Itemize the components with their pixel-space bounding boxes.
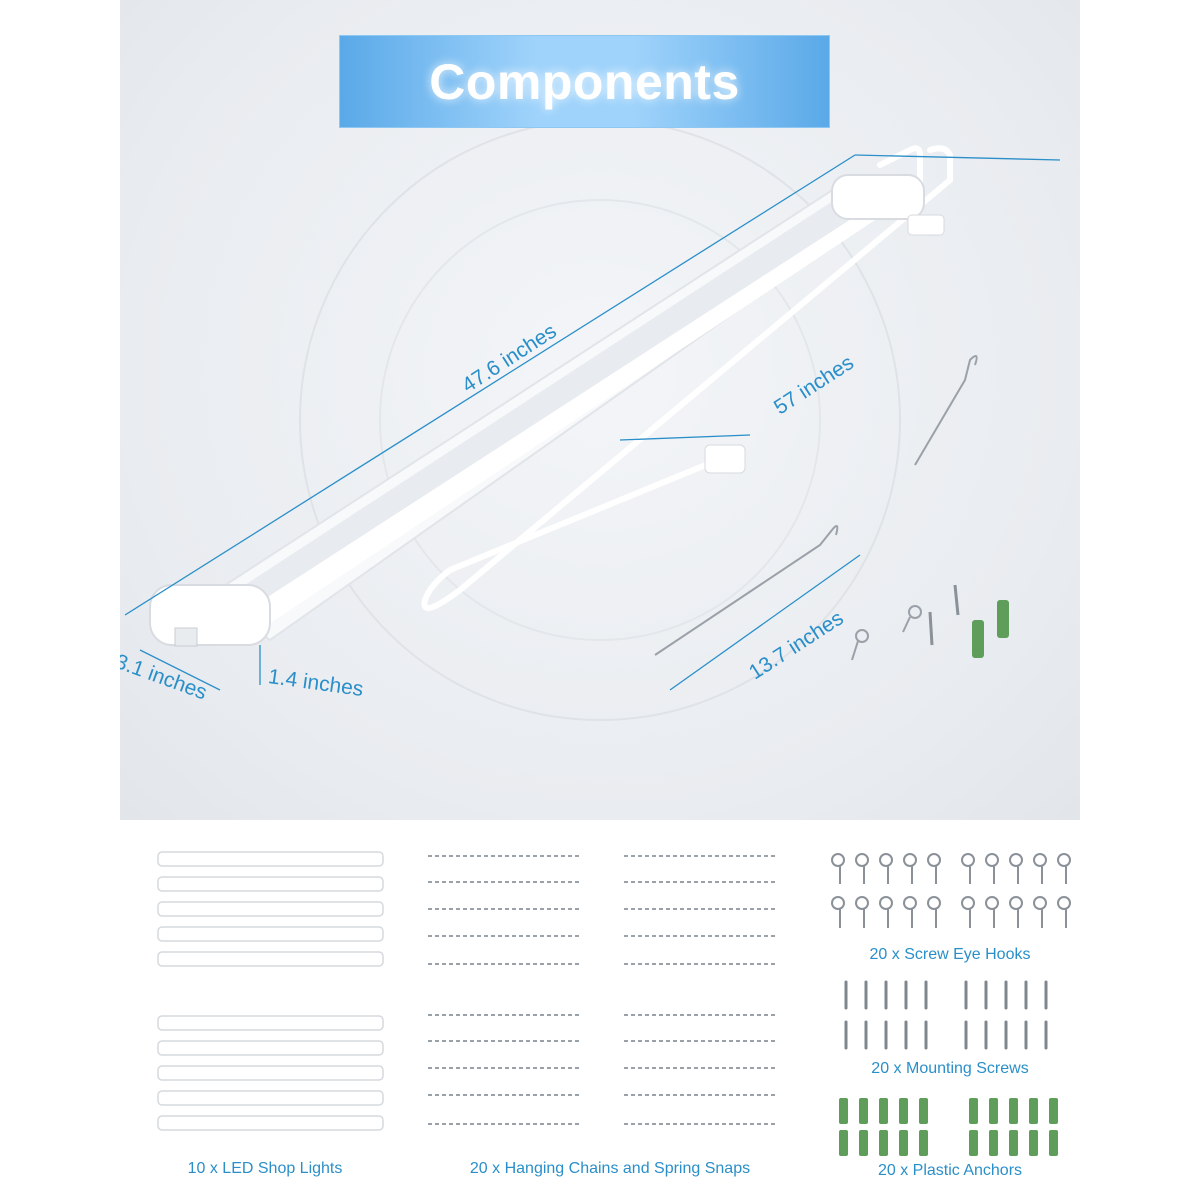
plug-icon	[704, 444, 746, 474]
hero-panel: Components 47.6 inches 57 inches 13.7 in…	[120, 0, 1080, 820]
caption-eye-hooks: 20 x Screw Eye Hooks	[869, 946, 1031, 963]
hardware-icons	[851, 584, 1009, 661]
caption-mounting-screws: 20 x Mounting Screws	[871, 1060, 1029, 1077]
switch-icon	[907, 214, 945, 236]
title-banner: Components	[339, 35, 830, 128]
led-light-bar	[149, 174, 925, 647]
anchor-icon	[839, 1098, 1058, 1156]
led-light-icon	[157, 851, 384, 1131]
screw-icon	[844, 980, 1048, 1050]
power-cord	[421, 145, 953, 611]
page-title: Components	[429, 53, 740, 110]
chain-icon	[654, 355, 978, 656]
product-illustration	[124, 119, 1061, 721]
caption-led-lights: 10 x LED Shop Lights	[187, 1160, 343, 1177]
eye-hook-shanks	[839, 866, 1067, 928]
chain-icon	[428, 855, 778, 1125]
caption-plastic-anchors: 20 x Plastic Anchors	[877, 1162, 1023, 1179]
dimension-lines	[124, 154, 1061, 691]
eye-hook-icon	[831, 853, 1071, 910]
caption-hanging-chains: 20 x Hanging Chains and Spring Snaps	[469, 1160, 751, 1177]
